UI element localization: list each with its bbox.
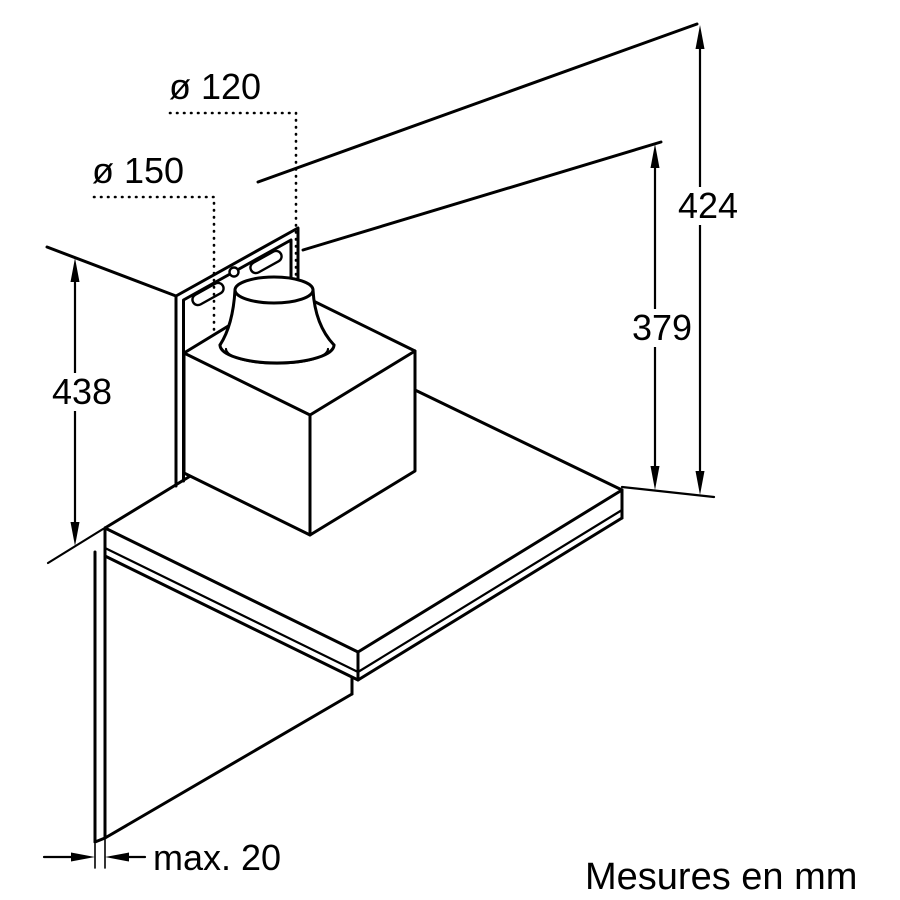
dim-label-backing-438 [44, 373, 120, 411]
mounting-slot-right [249, 249, 283, 275]
label-height-flue-min: 379 [632, 307, 692, 348]
extension-line-canopy-right [620, 485, 716, 499]
duct-collar-flange-inner-rim [224, 347, 330, 365]
arrow-gap-right-icon [105, 852, 129, 862]
duct-collar [218, 275, 336, 365]
label-duct-diameter-top: ø 120 [169, 66, 261, 107]
duct-housing-top-front-left-edge [182, 351, 312, 417]
leader-dotted-duct-150 [92, 195, 216, 332]
wall-panel [93, 550, 354, 869]
canopy-seam-right [356, 508, 624, 674]
dimension-lines [42, 44, 716, 859]
dim-label-backing-424 [670, 187, 746, 225]
dimension-labels: ø 120 ø 150 424 379 438 max. 20 Mesures … [52, 66, 857, 898]
flue-min-height-line [301, 140, 663, 252]
duct-collar-right-side [311, 288, 336, 347]
wall-panel-bottom-corner [93, 836, 107, 844]
arrow-438-top-icon [70, 258, 80, 282]
arrow-438-bottom-icon [70, 522, 80, 546]
label-height-flue-max: 424 [678, 185, 738, 226]
mounting-hole [228, 266, 240, 278]
flue-max-height-line [256, 22, 699, 184]
arrow-379-bottom-icon [650, 466, 660, 490]
label-height-rear-panel: 438 [52, 371, 112, 412]
drawing-structure [45, 22, 699, 869]
canopy [103, 388, 624, 682]
canopy-top-back-left-edge [103, 473, 194, 530]
arrow-379-top-icon [650, 144, 660, 168]
arrow-424-bottom-icon [695, 471, 705, 495]
wall-panel-bottom-edge [103, 692, 354, 840]
label-wall-gap: max. 20 [153, 837, 281, 878]
arrow-424-top-icon [695, 25, 705, 49]
leader-dotted-duct-120 [168, 111, 298, 279]
duct-housing-top-front-right-edge [308, 349, 417, 417]
wall-top-edge-line [45, 245, 178, 298]
duct-collar-left-side [218, 288, 237, 347]
units-note: Mesures en mm [585, 856, 857, 898]
label-duct-diameter-base: ø 150 [92, 150, 184, 191]
canopy-bottom-edges [103, 516, 624, 682]
arrow-gap-left-icon [71, 852, 95, 862]
dimension-label-backings [44, 187, 746, 411]
canopy-top-back-right-edge [413, 388, 624, 492]
duct-collar-top-rim [233, 275, 315, 305]
dim-label-backing-379 [626, 309, 698, 347]
dimension-arrowheads [70, 25, 705, 862]
canopy-seam-left [103, 546, 360, 674]
extension-line-canopy-left [46, 527, 105, 565]
mounting-slot-left [191, 281, 225, 307]
